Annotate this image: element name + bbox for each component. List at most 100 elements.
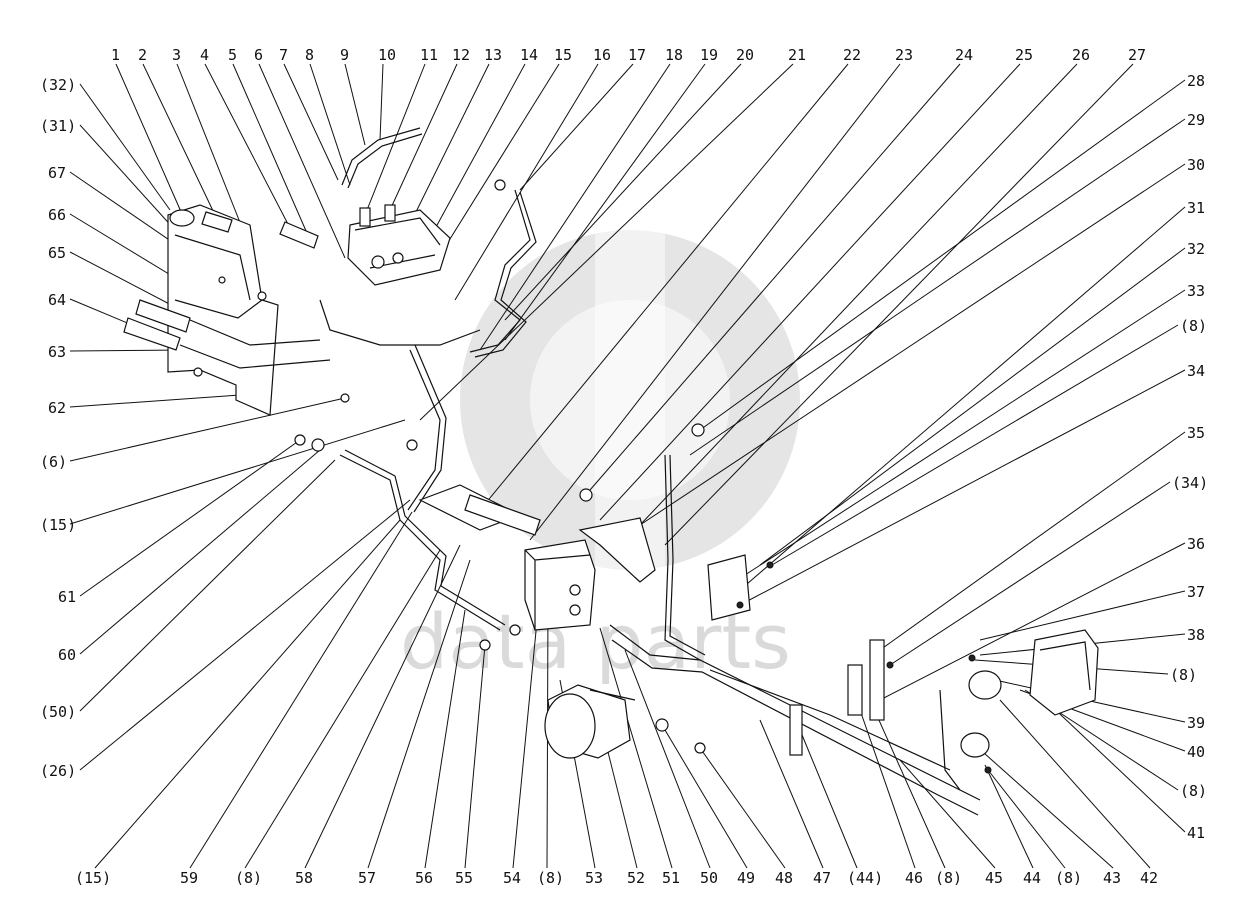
callout-7: 7 [279,46,288,64]
leader-line [739,369,1186,606]
leader-line [79,459,336,712]
callout-1: 1 [111,46,120,64]
callout-32: 32 [1187,240,1205,258]
leader-line [79,449,321,655]
manifold-block [524,539,596,631]
callout-34: 34 [1187,362,1205,380]
leader-line [309,63,351,186]
leader-line [759,247,1186,566]
leader-line [987,769,1066,869]
callout-45: 45 [985,869,1003,887]
leader-line [889,481,1171,666]
upper-pipe [341,127,421,186]
callout-8-ref-g: (8) [1055,869,1082,887]
leader-line [479,63,849,511]
leader-line [624,649,711,869]
callout-20: 20 [736,46,754,64]
callout-43: 43 [1103,869,1121,887]
callout-32-ref: (32) [40,76,76,94]
leader-line [176,63,246,236]
leader-line [771,324,1179,566]
leader-line [69,419,406,525]
filter-canister [544,684,636,759]
callout-44-ref: (44) [847,869,883,887]
leader-line [189,511,413,869]
callout-46: 46 [905,869,923,887]
callout-27: 27 [1128,46,1146,64]
callout-41: 41 [1187,824,1205,842]
callout-59: 59 [180,869,198,887]
callout-8-ref-c: (8) [1180,782,1207,800]
leader-line [258,63,346,259]
leader-line [424,609,466,869]
callout-11: 11 [420,46,438,64]
callout-15-ref-bottom: (15) [75,869,111,887]
leader-line [304,544,461,869]
leader-line [699,79,1186,431]
leader-line [115,63,183,215]
callout-39: 39 [1187,714,1205,732]
leader-line [79,439,301,597]
suction-hose [578,517,656,583]
callout-17: 17 [628,46,646,64]
leader-line [504,63,742,321]
leader-line [689,118,1186,456]
callout-8: 8 [305,46,314,64]
callout-26-ref: (26) [40,762,76,780]
callout-26: 26 [1072,46,1090,64]
callout-8-ref-d: (8) [235,869,262,887]
leader-line [142,63,216,216]
leader-line [974,744,1114,869]
callout-58: 58 [295,869,313,887]
leader-line [479,63,671,351]
leader-line [664,729,748,869]
callout-25: 25 [1015,46,1033,64]
leader-line [364,63,426,216]
leader-line [69,394,241,408]
callout-48: 48 [775,869,793,887]
callout-56: 56 [415,869,433,887]
callout-63: 63 [48,343,66,361]
leader-line [244,549,441,869]
leader-line [69,349,186,352]
callout-50-ref: (50) [40,703,76,721]
callout-57: 57 [358,869,376,887]
parts-artwork [123,127,1099,816]
leader-line [589,63,961,491]
callout-22: 22 [843,46,861,64]
callout-28: 28 [1187,72,1205,90]
callout-64: 64 [48,291,66,309]
callout-2: 2 [138,46,147,64]
leader-line [639,163,1186,526]
callout-37: 37 [1187,583,1205,601]
leader-line [79,499,411,771]
leader-lines [69,63,1186,869]
leader-line [984,764,1034,869]
leader-line [379,63,384,141]
callout-5: 5 [228,46,237,64]
mounting-bracket [167,204,279,416]
callout-31-ref: (31) [40,117,76,135]
leader-line [759,719,824,869]
leader-line [411,63,490,221]
callout-8-ref-f: (8) [935,869,962,887]
callout-49: 49 [737,869,755,887]
callout-67: 67 [48,164,66,182]
callout-21: 21 [788,46,806,64]
callout-44: 44 [1023,869,1041,887]
callout-4: 4 [200,46,209,64]
leader-line [879,431,1186,651]
leader-line [464,644,486,869]
callout-9: 9 [340,46,349,64]
leader-line [799,729,858,869]
callout-42: 42 [1140,869,1158,887]
leader-line [859,709,916,869]
callout-55: 55 [455,869,473,887]
callout-65: 65 [48,244,66,262]
callout-30: 30 [1187,156,1205,174]
leader-line [639,63,1078,526]
leader-line [899,759,996,869]
leader-line [529,63,901,541]
callout-23: 23 [895,46,913,64]
